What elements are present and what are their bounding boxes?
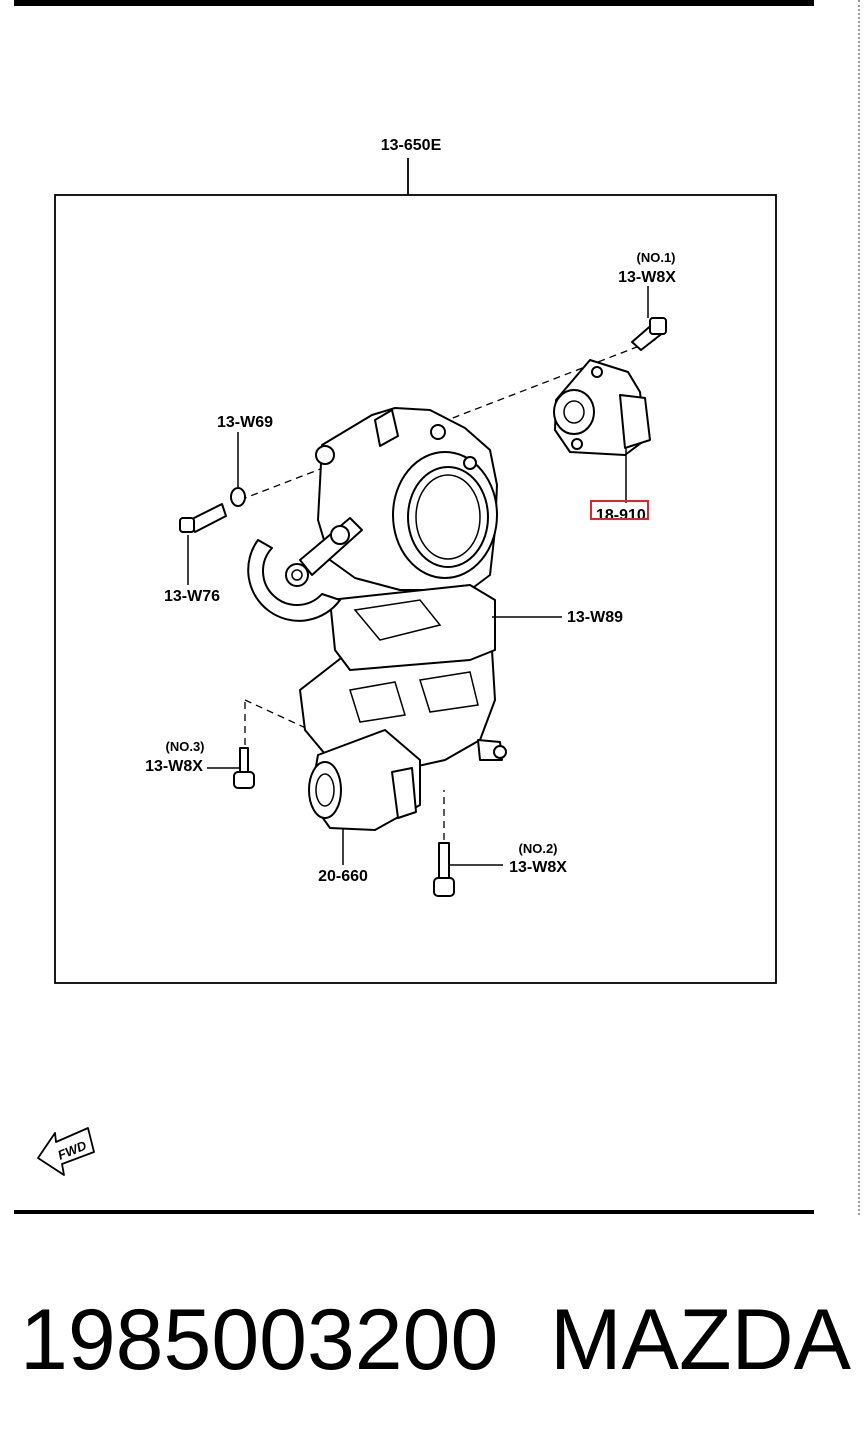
assembly-label: 13-650E — [381, 137, 442, 154]
top-rule — [14, 0, 814, 6]
screw-w76 — [179, 503, 227, 533]
throttle-lever — [247, 517, 363, 622]
callout-valve: 20-660 — [318, 868, 368, 885]
bottom-rule — [14, 1210, 814, 1214]
page-edge — [858, 0, 864, 1215]
o-ring — [230, 487, 246, 507]
callout-gasket: 13-W89 — [567, 609, 623, 626]
assembly-frame — [54, 194, 777, 984]
callout-screw-no3: 13-W8X — [145, 758, 203, 775]
screw-no3 — [233, 747, 255, 789]
throttle-position-sensor — [553, 359, 651, 456]
screw-no2 — [433, 842, 455, 897]
callout-o-ring: 13-W69 — [217, 414, 273, 431]
brand-name: MAZDA — [550, 1292, 851, 1388]
sensor-highlight-box — [590, 500, 649, 520]
callout-sensor: 18-910 — [596, 507, 646, 524]
callout-screw-no1: 13-W8X — [618, 269, 676, 286]
dash-line-no3b — [244, 699, 311, 731]
callout-no3-qualifier: (NO.3) — [166, 739, 205, 754]
screw-no1 — [631, 317, 667, 351]
fwd-arrow-icon: FWD — [37, 1127, 95, 1176]
callout-screw-no2: 13-W8X — [509, 859, 567, 876]
callout-no1-qualifier: (NO.1) — [637, 250, 676, 265]
parts-diagram: 13-650E — [37, 137, 777, 1176]
part-number: 1985003200 — [20, 1292, 499, 1388]
throttle-body — [299, 407, 507, 771]
idle-air-valve — [308, 729, 421, 831]
callout-no2-qualifier: (NO.2) — [519, 841, 558, 856]
callout-screw-w76: 13-W76 — [164, 588, 220, 605]
